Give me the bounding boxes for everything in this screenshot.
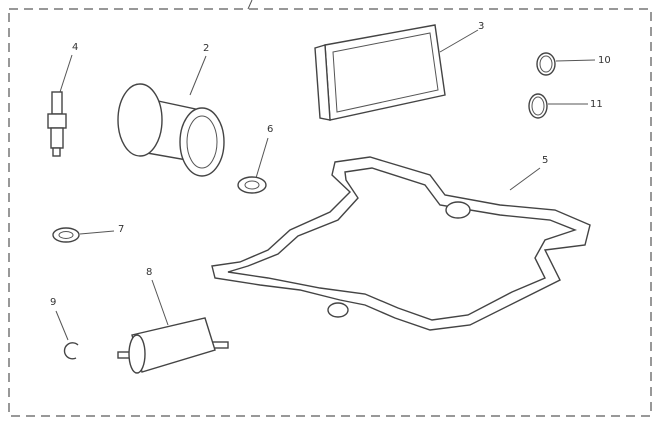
seal[interactable] [237, 137, 269, 194]
callout-2[interactable]: 2 [203, 43, 209, 54]
o-ring-10[interactable] [536, 52, 596, 76]
hose-clip[interactable] [55, 310, 79, 360]
callout-7[interactable]: 7 [118, 224, 124, 235]
callout-6[interactable]: 6 [267, 124, 273, 135]
callout-11[interactable]: 11 [590, 99, 603, 110]
spark-plug[interactable] [47, 54, 73, 157]
rocker-cover-gasket[interactable] [211, 156, 591, 331]
callout-3[interactable]: 3 [478, 21, 484, 32]
air-filter[interactable] [314, 24, 479, 121]
callout-9[interactable]: 9 [50, 297, 56, 308]
fuel-filter[interactable] [117, 279, 229, 374]
o-ring-11[interactable] [528, 93, 588, 119]
callout-8[interactable]: 8 [146, 267, 152, 278]
leader-line-1 [247, 0, 253, 10]
kit-boundary [8, 8, 652, 417]
callout-5[interactable]: 5 [542, 155, 548, 166]
callout-4[interactable]: 4 [72, 42, 78, 53]
callout-10[interactable]: 10 [598, 55, 611, 66]
sealing-washer[interactable] [52, 227, 115, 243]
oil-filter[interactable] [117, 55, 225, 177]
